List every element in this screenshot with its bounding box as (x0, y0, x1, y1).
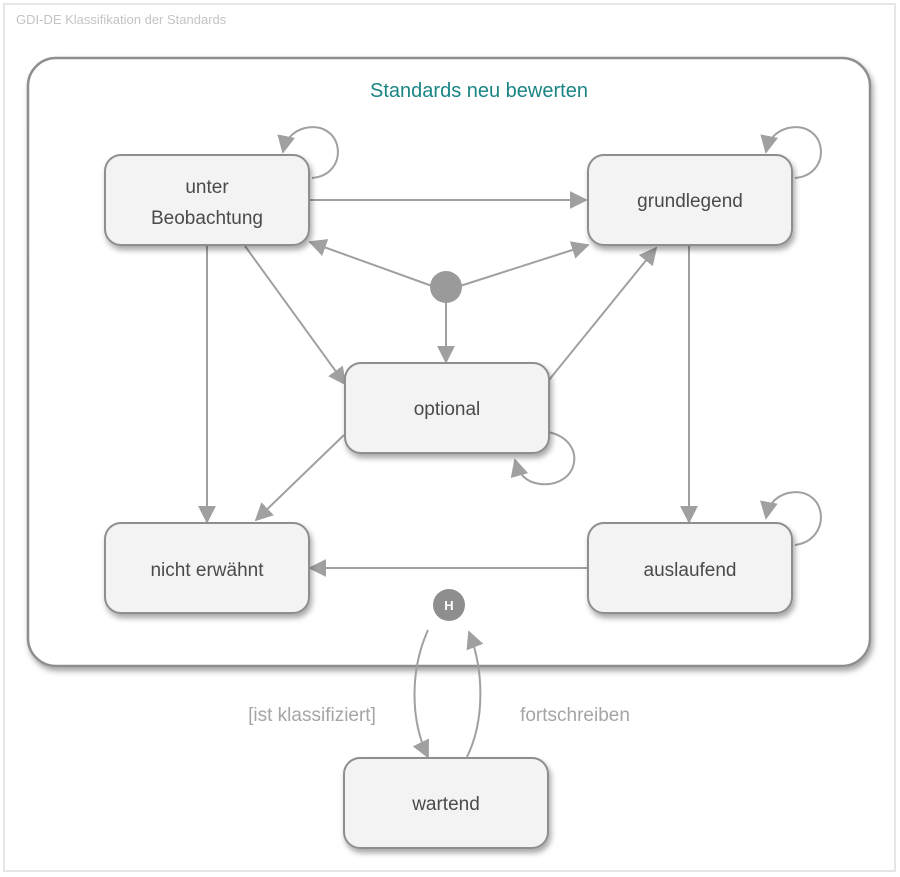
state-wartend[interactable]: wartend (343, 757, 549, 849)
state-unter-beobachtung[interactable]: unter Beobachtung (104, 154, 310, 246)
history-pseudostate (433, 589, 465, 621)
frame-title: GDI-DE Klassifikation der Standards (16, 12, 227, 27)
state-auslaufend[interactable]: auslaufend (587, 522, 793, 614)
state-label: wartend (411, 794, 480, 815)
edge-unter-beobachtung-to-optional (244, 245, 347, 386)
state-optional[interactable]: optional (344, 362, 550, 454)
state-grundlegend[interactable]: grundlegend (587, 154, 793, 246)
state-label: optional (414, 399, 481, 420)
transition-label-fortschreiben: fortschreiben (520, 705, 630, 726)
edge-optional-to-grundlegend (548, 246, 658, 381)
edge-optional-to-nicht-erwaehnt (254, 434, 345, 522)
composite-state-title: Standards neu bewerten (370, 80, 588, 102)
state-label: Beobachtung (151, 208, 263, 229)
self-loop-optional (510, 431, 576, 486)
edge-initial-to-unter-beobachtung (308, 239, 433, 287)
initial-pseudostate (430, 271, 462, 303)
self-loop-auslaufend (760, 491, 822, 546)
state-label: auslaufend (644, 560, 737, 581)
transition-label-ist-klassifiziert: [ist klassifiziert] (248, 705, 376, 726)
edge-history-to-wartend (412, 629, 430, 759)
state-label: unter (185, 177, 229, 198)
edge-initial-to-grundlegend (459, 241, 590, 287)
state-label: nicht erwähnt (150, 560, 264, 581)
state-label: grundlegend (637, 191, 743, 212)
self-loop-grundlegend (760, 126, 822, 179)
state-nicht-erwaehnt[interactable]: nicht erwähnt (104, 522, 310, 614)
history-label: H (444, 598, 453, 613)
self-loop-unter-beobachtung (277, 126, 339, 179)
edge-wartend-to-history (466, 630, 484, 758)
